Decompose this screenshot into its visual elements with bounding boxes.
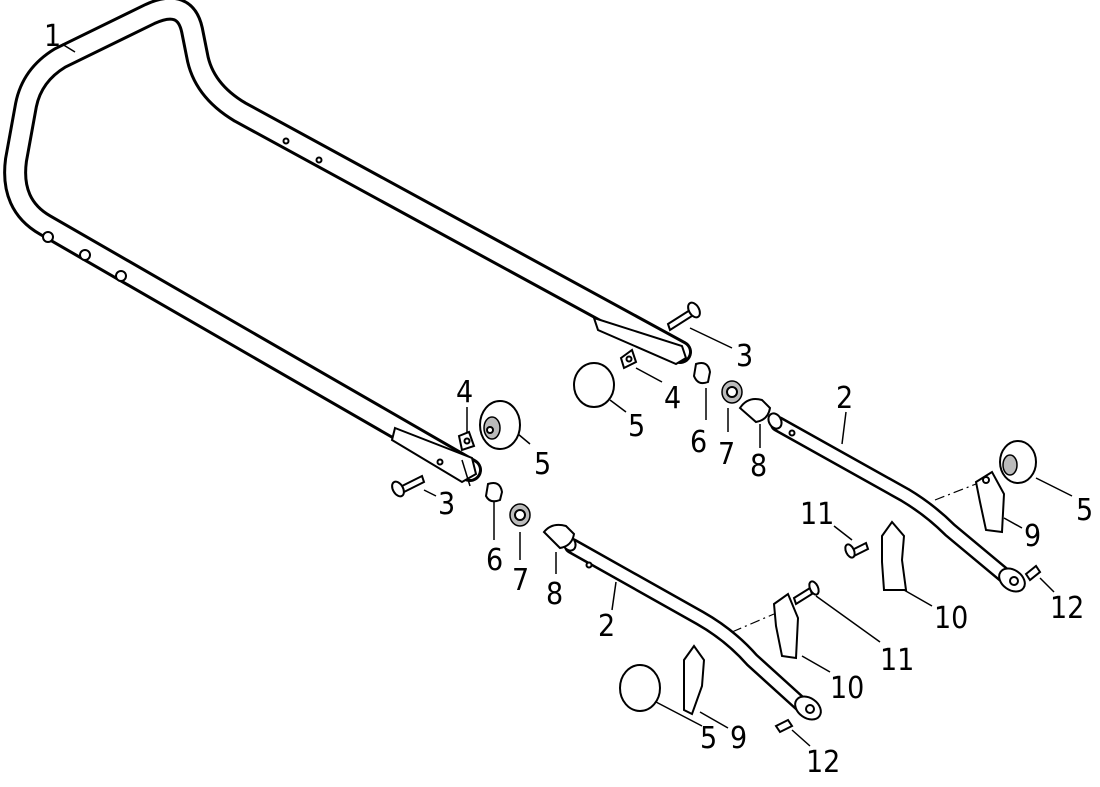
callout-11-lower: 11 [880, 643, 914, 678]
clamp-part-6-upper [692, 362, 712, 385]
adaptor-part-8-lower [542, 523, 576, 550]
leader-lines [61, 43, 1073, 747]
bracket-part-9-bottom [683, 644, 706, 716]
callout-4-upper: 4 [664, 381, 681, 416]
callout-8-upper: 8 [750, 449, 767, 484]
bracket-part-10-right [881, 520, 908, 591]
spring-part-7-upper [721, 380, 743, 404]
knob-part-5-right [999, 440, 1037, 484]
screw-part-11-upper [844, 541, 870, 559]
callout-11-upper: 11 [800, 497, 834, 532]
callout-7-lower: 7 [512, 563, 529, 598]
bracket-part-9-right [974, 470, 1006, 534]
callout-7-upper: 7 [718, 437, 735, 472]
callout-12-bottom: 12 [806, 745, 840, 780]
screw-part-3-lower [391, 474, 426, 498]
callout-9-bottom: 9 [730, 721, 747, 756]
screw-part-3-upper [666, 301, 701, 332]
clamp-part-6-lower [484, 482, 504, 503]
screw-part-11-lower [792, 580, 820, 606]
callout-3-upper: 3 [736, 339, 753, 374]
pin-part-12-bottom [774, 718, 794, 734]
washer-part-4-upper [619, 348, 638, 370]
pin-part-12-right [1024, 564, 1042, 582]
alignment-line-lower [731, 613, 775, 633]
alignment-line-right [934, 483, 977, 501]
knob-part-5-bottom [619, 664, 661, 712]
callout-6-lower: 6 [486, 543, 503, 578]
callout-6-upper: 6 [690, 425, 707, 460]
callout-5-left: 5 [534, 447, 551, 482]
handle-bar-part-1 [3, 0, 692, 487]
callout-5-right: 5 [1076, 493, 1093, 528]
knob-part-5-upper-center [573, 362, 615, 408]
callout-5-bottom: 5 [700, 721, 717, 756]
knob-part-5-left [479, 400, 521, 450]
callout-2-upper: 2 [836, 381, 853, 416]
callout-1: 1 [44, 19, 61, 54]
callout-12-right: 12 [1050, 591, 1084, 626]
spring-part-7-lower [509, 503, 531, 527]
callout-8-lower: 8 [546, 577, 563, 612]
lower-rod-part-2-upper [767, 412, 1026, 593]
bracket-part-10-bottom [772, 592, 800, 660]
callout-2-lower: 2 [598, 609, 615, 644]
callout-9-right: 9 [1024, 519, 1041, 554]
callout-10-bottom: 10 [830, 671, 864, 706]
callout-4-lower: 4 [456, 375, 473, 410]
callout-3-lower: 3 [438, 487, 455, 522]
callout-10-right: 10 [934, 601, 968, 636]
adaptor-part-8-upper [738, 398, 772, 424]
callout-5-upper-center: 5 [628, 409, 645, 444]
washer-part-4-lower [457, 430, 476, 452]
